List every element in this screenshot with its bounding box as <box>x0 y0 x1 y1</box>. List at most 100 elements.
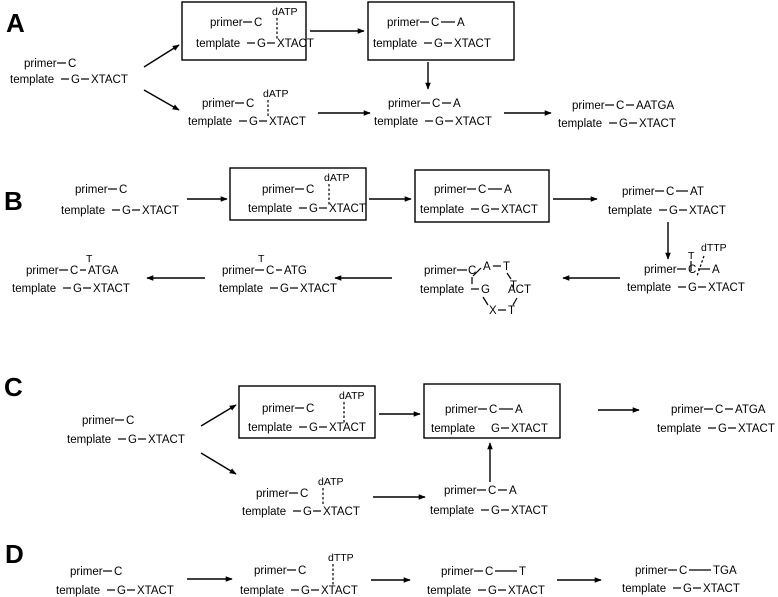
label-primer: primer <box>70 566 103 578</box>
label-xtact: XTACT <box>93 283 130 295</box>
state-box <box>367 1 515 61</box>
label-template: template <box>431 423 475 435</box>
label-xtact: XTACT <box>269 116 306 128</box>
label-template: template <box>67 434 111 446</box>
label-primer: primer <box>256 488 289 500</box>
label-primer: primer <box>262 184 295 196</box>
label-g: G <box>435 116 444 128</box>
label-primer: primer <box>444 485 477 497</box>
label-xtact: XTACT <box>323 506 360 518</box>
label-xtact: XTACT <box>511 423 548 435</box>
label-c: C <box>254 17 262 29</box>
label-primer: primer <box>254 565 287 577</box>
state-a-start: primer C template G XTACT <box>10 58 128 86</box>
label-a: A <box>504 184 512 196</box>
label-atga: ATGA <box>735 404 766 416</box>
label-c: C <box>70 265 78 277</box>
state-b-start: primer C template G XTACT <box>61 184 179 217</box>
state-box <box>423 383 561 439</box>
label-xtact: XTACT <box>689 205 726 217</box>
label-datp: dATP <box>263 88 288 100</box>
label-at: AT <box>690 186 704 198</box>
label-xtact: XTACT <box>708 282 745 294</box>
label-g: G <box>117 585 126 597</box>
state-a-lower-incorporated: primer C A template G XTACT <box>374 98 492 128</box>
label-aatga: AATGA <box>636 100 674 112</box>
label-a: A <box>457 17 465 29</box>
label-primer: primer <box>26 265 59 277</box>
label-xtact: XTACT <box>738 423 775 435</box>
label-g: G <box>481 204 490 216</box>
state-d-final: primer C TGA template G XTACT <box>622 565 740 595</box>
label-g: G <box>128 434 137 446</box>
label-template: template <box>420 204 464 216</box>
label-xtact: XTACT <box>300 283 337 295</box>
arrow <box>143 44 180 68</box>
label-primer: primer <box>671 404 704 416</box>
state-b-at: primer C AT template G XTACT <box>608 186 726 217</box>
label-g: G <box>249 116 258 128</box>
label-g: G <box>683 583 692 595</box>
label-template: template <box>61 205 105 217</box>
state-a-datp-bound: dATP primer C template G XTACT <box>196 6 314 50</box>
label-xtact: XTACT <box>91 74 128 86</box>
label-t: T <box>258 253 265 265</box>
label-primer: primer <box>387 17 420 29</box>
label-g: G <box>669 205 678 217</box>
label-t: T <box>86 253 93 265</box>
label-primer: primer <box>445 404 478 416</box>
label-dttp: dTTP <box>701 242 727 254</box>
label-primer: primer <box>441 566 474 578</box>
hydrogen-bond-dash <box>696 255 705 277</box>
bond-line <box>512 297 518 306</box>
label-g: G <box>481 284 490 296</box>
label-c: C <box>478 184 486 196</box>
state-b-datp-bound: dATP primer C template G XTACT <box>248 172 366 215</box>
label-c: C <box>306 403 314 415</box>
state-b-dttp-bound: T dTTP primer C A template G XTACT <box>627 242 745 294</box>
label-c: C <box>489 404 497 416</box>
label-c: C <box>666 186 674 198</box>
label-c: C <box>68 58 76 70</box>
label-template: template <box>219 283 263 295</box>
label-template: template <box>657 423 701 435</box>
label-t: T <box>519 566 526 578</box>
state-c-lower-incorporated: primer C A template G XTACT <box>430 485 548 517</box>
label-g: G <box>434 38 443 50</box>
label-g: G <box>718 423 727 435</box>
label-xtact: XTACT <box>321 585 358 597</box>
label-atg: ATG <box>284 265 307 277</box>
state-c-incorporated: primer C A template G XTACT <box>431 404 548 435</box>
panel-d: D primer C template G XTACT dTTP primer … <box>5 539 740 597</box>
bond-line <box>506 272 512 280</box>
label-template: template <box>427 585 471 597</box>
label-xtact: XTACT <box>639 118 676 130</box>
label-primer: primer <box>388 98 421 110</box>
label-template: template <box>430 505 474 517</box>
state-b-loop-intermediate: A T T primer C template G ACT X T <box>420 261 531 317</box>
label-primer: primer <box>644 264 677 276</box>
label-xtact: XTACT <box>277 38 314 50</box>
label-xtact: XTACT <box>148 434 185 446</box>
label-c: C <box>126 415 134 427</box>
label-g: G <box>309 422 318 434</box>
label-g: G <box>303 506 312 518</box>
label-primer: primer <box>434 184 467 196</box>
label-c: C <box>266 265 274 277</box>
label-xtact: XTACT <box>329 203 366 215</box>
label-c: C <box>298 565 306 577</box>
state-d-t: primer C T template G XTACT <box>427 566 545 597</box>
label-template: template <box>374 116 418 128</box>
state-box <box>229 167 367 221</box>
label-c: C <box>431 17 439 29</box>
state-box <box>238 385 376 439</box>
label-a: A <box>509 485 517 497</box>
label-x: X <box>489 305 497 317</box>
label-g: G <box>688 282 697 294</box>
arrow <box>143 89 180 111</box>
label-template: template <box>627 282 671 294</box>
label-template: template <box>242 506 286 518</box>
label-c: C <box>114 566 122 578</box>
label-xtact: XTACT <box>329 422 366 434</box>
label-c: C <box>468 265 476 277</box>
